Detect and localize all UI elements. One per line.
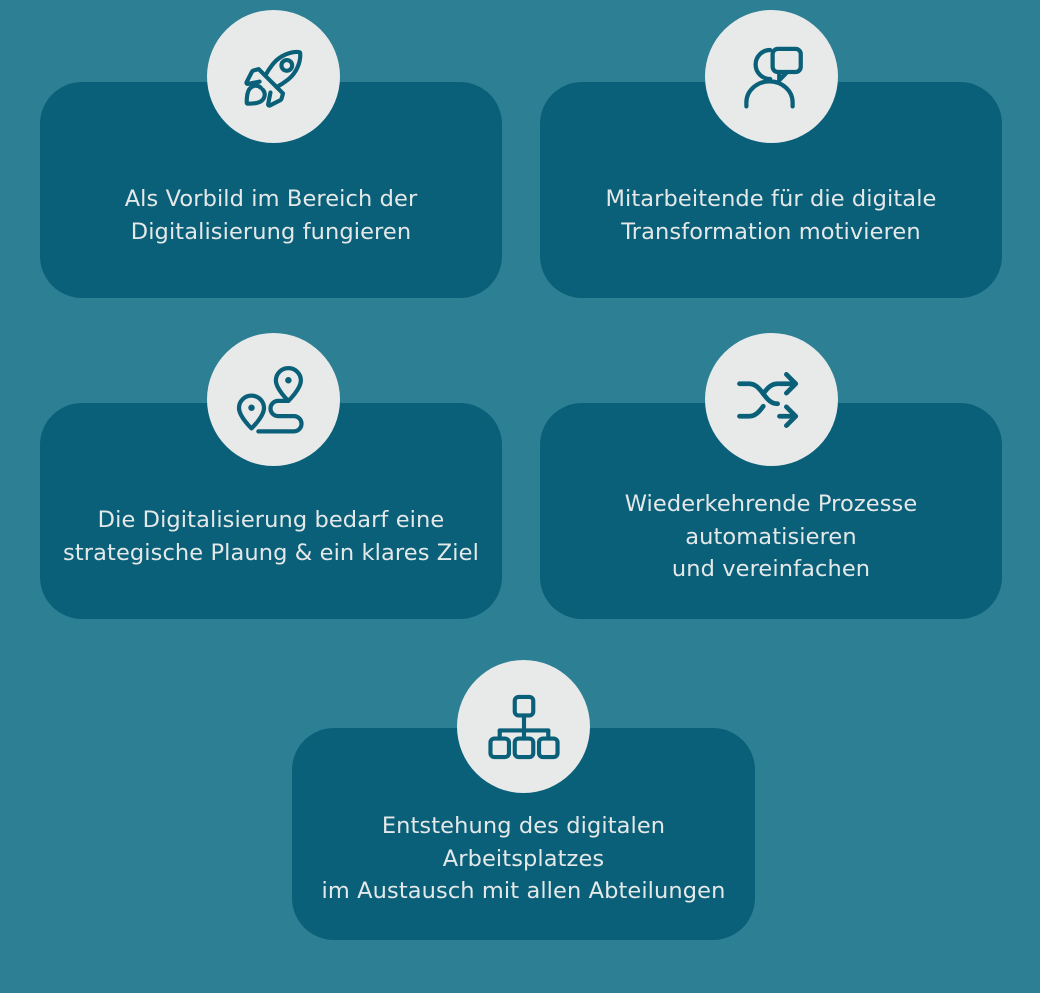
info-card-1-icon-badge [207,10,340,143]
info-card-3-text: Die Digitalisierung bedarf eine strategi… [63,507,479,566]
info-card-2-icon-badge [705,10,838,143]
info-card-3-icon-badge [207,333,340,466]
info-card-2-text: Mitarbeitende für die digitale Transform… [605,186,937,245]
hierarchy-org-chart-icon [487,690,561,764]
info-card-1-text: Als Vorbild im Bereich der Digitalisieru… [124,186,418,245]
shuffle-arrows-icon [732,360,812,440]
rocket-icon [235,38,313,116]
info-card-5-text: Entstehung des digitalen Arbeitsplatzes … [321,813,726,905]
person-speech-bubble-icon [732,37,812,117]
info-card-4-icon-badge [705,333,838,466]
info-card-4-text: Wiederkehrende Prozesse automatisieren u… [624,491,918,583]
info-card-3: Die Digitalisierung bedarf eine strategi… [40,403,502,619]
info-card-5-icon-badge [457,660,590,793]
route-map-pins-icon [234,360,314,440]
